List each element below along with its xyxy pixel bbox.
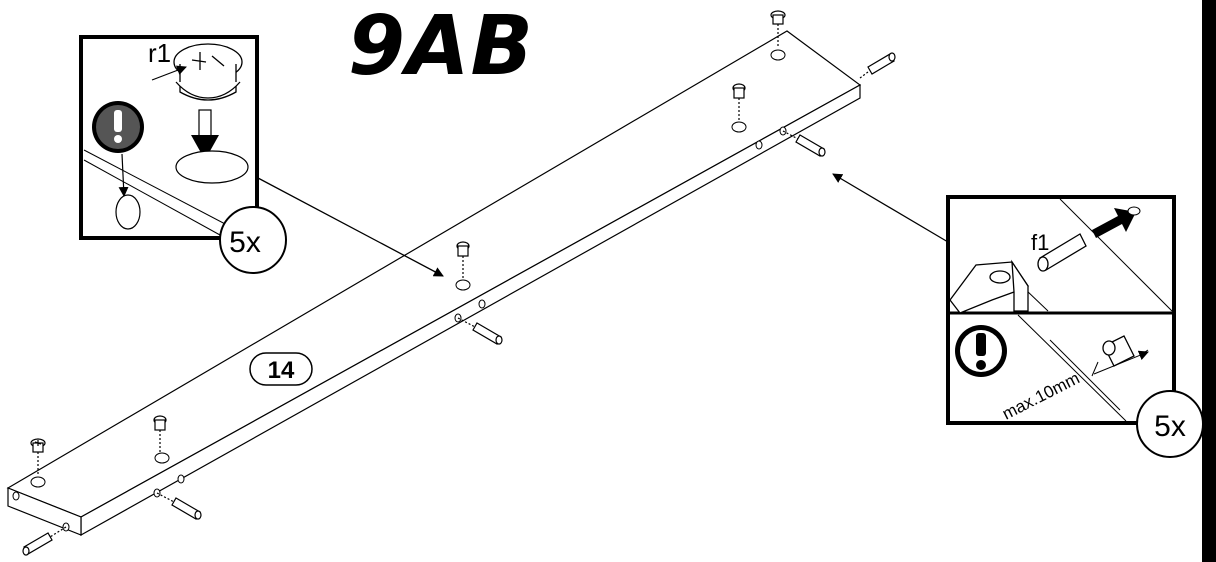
cam-detail-box: r1 5x [79,35,287,274]
dowel-detail-box: f1 max.10mm 5x [946,195,1204,458]
dowel-depth-icon [1102,335,1135,367]
top-hole [731,121,747,133]
cam-lock-icon [732,83,746,120]
top-hole [154,452,170,464]
top-hole [455,279,471,291]
dowel-icon [859,52,896,79]
cam-hole-icon [175,150,249,184]
dowel-icon [457,317,503,345]
cam-lock-icon [456,241,470,278]
dowel-quantity-circle [1136,390,1204,458]
cam-hole-small-icon [115,194,141,230]
cam-part-label: r1 [148,38,171,68]
dowel-hole-icon [1127,206,1141,216]
end-hole [12,491,20,501]
cam-locks [30,10,786,475]
part-number-callout: 14 [249,352,313,386]
exclamation-icon [955,325,1007,377]
dowel-detail-icon [1037,233,1087,272]
dowels [22,52,896,556]
page-edge-bar [1202,0,1216,562]
dowel-icon [782,130,826,157]
dowel-detail-leader-arrow [832,173,949,243]
top-hole [30,476,46,488]
down-arrow-icon [191,109,219,160]
dowel-icon [22,526,67,556]
cam-lock-detail-icon [173,43,243,101]
edge-hole [755,140,763,150]
part-number-label: 14 [268,357,295,384]
dowel-icon [156,492,202,520]
step-title: 9AB [348,0,535,94]
edge-hole [177,474,185,484]
cam-quantity-circle [219,206,287,274]
panel-block-icon [949,259,1029,314]
cam-lock-icon [30,438,46,475]
edge-hole [478,299,486,309]
dowel-part-label: f1 [1031,230,1049,255]
top-hole [770,49,786,61]
top-holes [30,49,786,488]
cam-lock-icon [153,415,167,452]
insert-arrow-icon [1092,208,1136,238]
panel-end-face [7,487,82,536]
exclamation-icon [92,101,144,153]
cam-lock-icon [770,10,786,47]
dowel-quantity-label: 5x [1154,410,1186,443]
cam-quantity-label: 5x [229,226,261,259]
cam-detail-leader-arrow [257,177,444,277]
